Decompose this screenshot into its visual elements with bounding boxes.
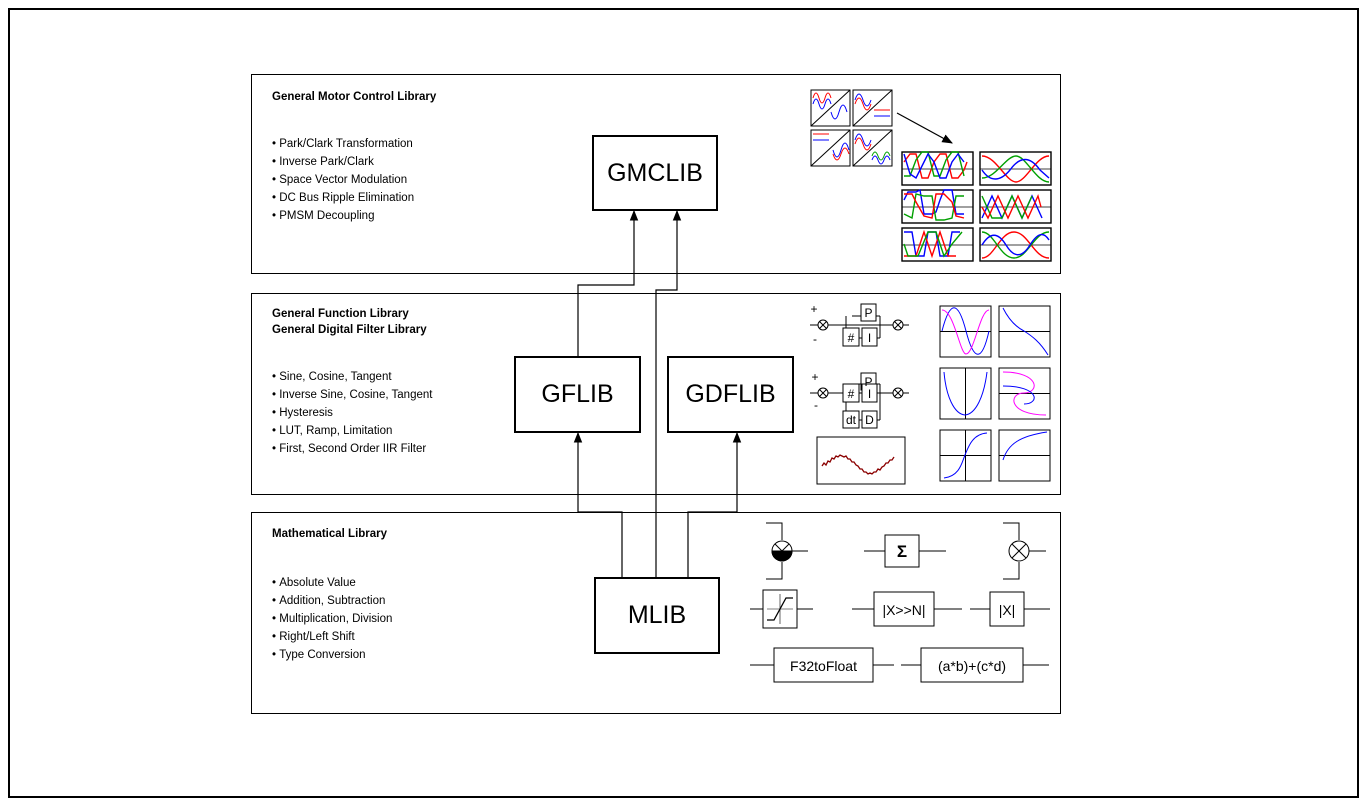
list-item: Addition, Subtraction: [272, 592, 392, 610]
list-item: Inverse Park/Clark: [272, 153, 414, 171]
math-feature-list: Absolute Value Addition, Subtraction Mul…: [272, 574, 392, 664]
list-item: DC Bus Ripple Elimination: [272, 189, 414, 207]
gf-feature-list: Sine, Cosine, Tangent Inverse Sine, Cosi…: [272, 368, 432, 458]
gmc-title: General Motor Control Library: [272, 91, 437, 103]
list-item: LUT, Ramp, Limitation: [272, 422, 432, 440]
list-item: First, Second Order IIR Filter: [272, 440, 432, 458]
list-item: Type Conversion: [272, 646, 392, 664]
list-item: Right/Left Shift: [272, 628, 392, 646]
list-item: PMSM Decoupling: [272, 207, 414, 225]
gmc-feature-list: Park/Clark Transformation Inverse Park/C…: [272, 135, 414, 225]
list-item: Sine, Cosine, Tangent: [272, 368, 432, 386]
list-item: Absolute Value: [272, 574, 392, 592]
list-item: Park/Clark Transformation: [272, 135, 414, 153]
list-item: Space Vector Modulation: [272, 171, 414, 189]
gdf-title: General Digital Filter Library: [272, 324, 427, 336]
math-title: Mathematical Library: [272, 528, 388, 540]
gf-panel: General Function Library General Digital…: [251, 293, 1061, 495]
gmclib-box: GMCLIB: [592, 135, 718, 211]
mlib-box: MLIB: [594, 577, 720, 654]
list-item: Hysteresis: [272, 404, 432, 422]
list-item: Multiplication, Division: [272, 610, 392, 628]
gf-title: General Function Library: [272, 308, 409, 320]
gdflib-box: GDFLIB: [667, 356, 794, 433]
gflib-box: GFLIB: [514, 356, 641, 433]
list-item: Inverse Sine, Cosine, Tangent: [272, 386, 432, 404]
